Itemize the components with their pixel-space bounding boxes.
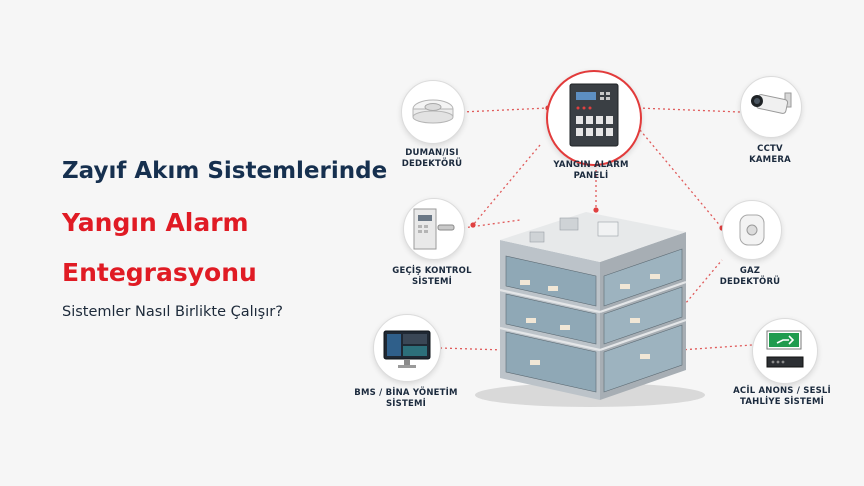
headline-subtitle: Sistemler Nasıl Birlikte Çalışır?	[62, 304, 283, 320]
window-floor-3	[505, 255, 597, 307]
voice-evacuation-label-line-1: ACİL ANONS / SESLİ	[733, 386, 831, 396]
office-desk	[520, 280, 530, 285]
cctv-camera-label-line-1: CCTV	[757, 144, 783, 154]
fire-alarm-panel-node	[546, 70, 642, 166]
fire-alarm-panel-label-line-1: YANGIN ALARM	[553, 160, 629, 170]
voice-evacuation-node	[752, 318, 818, 384]
voice-evacuation-label-line-2: TAHLİYE SİSTEMİ	[740, 397, 824, 407]
side-window-floor-2	[603, 286, 683, 345]
gas-detector-label-line-2: DEDEKTÖRÜ	[719, 277, 781, 287]
window-floor-2	[505, 293, 597, 345]
cctv-camera-icon	[751, 92, 792, 114]
gas-detector-icon	[739, 214, 765, 246]
building-illustration	[475, 212, 705, 407]
roof-unit	[597, 221, 619, 237]
access-control-icon	[413, 208, 455, 250]
bms-label-line-1: BMS / BİNA YÖNETİM	[354, 388, 458, 398]
access-control-label: GEÇİŞ KONTROL SİSTEMİ	[392, 266, 471, 288]
connector-panel-gas	[639, 129, 723, 229]
office-desk	[620, 284, 630, 289]
window-floor-1	[505, 331, 597, 393]
cctv-camera-label-line-2: KAMERA	[749, 155, 791, 165]
cctv-camera-node	[740, 76, 802, 138]
office-desk	[650, 274, 660, 279]
office-desk	[530, 360, 540, 365]
connector-panel-building	[472, 144, 541, 226]
building-roof	[500, 212, 686, 262]
smoke-detector-label-line-1: DUMAN/ISI	[405, 148, 459, 158]
floor-slab	[599, 318, 687, 352]
connector-gas	[679, 259, 723, 311]
side-window-floor-3	[603, 248, 683, 307]
bms-node	[373, 314, 441, 382]
access-control-node	[403, 198, 465, 260]
office-desk	[526, 318, 536, 323]
bms-monitor-icon	[383, 330, 431, 368]
headline-line-3: Entegrasyonu	[62, 258, 257, 287]
connector-pa	[679, 344, 753, 351]
smoke-detector-icon	[412, 99, 454, 124]
floor-slab	[499, 326, 601, 352]
bms-label-line-2: SİSTEMİ	[385, 399, 427, 409]
cctv-camera-label: CCTV KAMERA	[749, 144, 791, 166]
exit-sign-icon	[766, 330, 804, 368]
connector-lines	[439, 107, 753, 351]
gas-detector-label-line-1: GAZ	[739, 266, 761, 276]
fire-alarm-panel-label: YANGIN ALARM PANELİ	[553, 160, 628, 182]
smoke-detector-label-line-2: DEDEKTÖRÜ	[401, 159, 463, 169]
roof-unit	[529, 231, 545, 243]
smoke-detector-label: DUMAN/ISI DEDEKTÖRÜ	[402, 148, 463, 170]
access-control-label-line-1: GEÇİŞ KONTROL	[392, 266, 472, 276]
connector-dot	[470, 222, 476, 228]
headline-line-2: Yangın Alarm	[62, 208, 249, 237]
headline-line-1: Zayıf Akım Sistemlerinde	[62, 158, 388, 184]
office-desk	[640, 354, 650, 359]
fire-alarm-panel-label-line-2: PANELİ	[573, 171, 609, 181]
fire-alarm-panel-icon	[569, 83, 619, 147]
connector-dot	[593, 207, 599, 213]
gas-detector-label: GAZ DEDEKTÖRÜ	[720, 266, 781, 288]
floor-slab	[499, 288, 601, 314]
bms-label: BMS / BİNA YÖNETİM SİSTEMİ	[354, 388, 457, 410]
roof-unit	[559, 217, 579, 231]
office-desk	[548, 286, 558, 291]
smoke-detector-node	[401, 80, 465, 144]
floor-slab	[599, 280, 687, 314]
office-desk	[560, 325, 570, 330]
office-desk	[630, 318, 640, 323]
gas-detector-node	[722, 200, 782, 260]
access-control-label-line-2: SİSTEMİ	[411, 277, 453, 287]
voice-evacuation-label: ACİL ANONS / SESLİ TAHLİYE SİSTEMİ	[733, 386, 831, 408]
connector-smoke	[461, 107, 549, 113]
connector-bms	[439, 347, 506, 351]
connector-cctv	[637, 107, 741, 113]
